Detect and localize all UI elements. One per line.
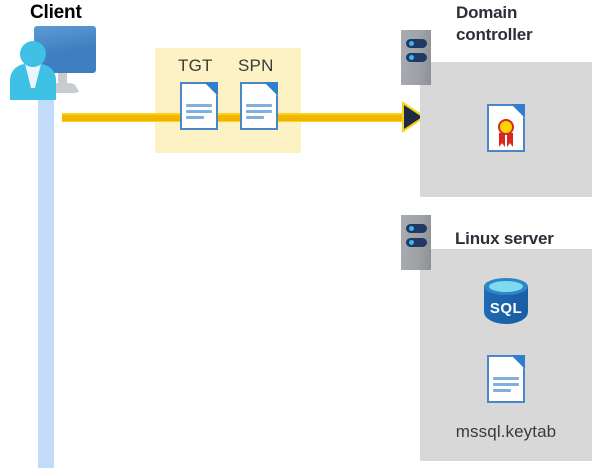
domain-controller-title: Domain controller — [456, 2, 596, 46]
client-title: Client — [30, 2, 82, 23]
client-lifeline — [38, 72, 54, 468]
domain-controller-title-line2: controller — [456, 25, 533, 44]
monitor-neck-icon — [58, 73, 67, 87]
client-icon — [6, 26, 102, 100]
person-head-icon — [20, 41, 46, 67]
sql-database-label: SQL — [489, 300, 523, 317]
sql-database-icon: SQL — [484, 278, 528, 330]
spn-document-icon — [240, 82, 278, 130]
tgt-label: TGT — [178, 56, 213, 75]
flow-arrow-head-icon — [404, 105, 422, 129]
spn-label: SPN — [238, 56, 274, 75]
keytab-document-icon — [487, 355, 525, 403]
flow-arrow-line-core — [62, 118, 406, 121]
linux-server-title: Linux server — [455, 229, 554, 248]
certificate-document-icon — [487, 104, 525, 152]
tgt-document-icon — [180, 82, 218, 130]
linux-server-server-rack-icon — [401, 215, 433, 272]
keytab-label: mssql.keytab — [455, 422, 557, 441]
ticket-highlight-band — [155, 48, 301, 153]
domain-controller-server-rack-icon — [401, 30, 433, 87]
domain-controller-title-line1: Domain — [456, 3, 518, 22]
monitor-base-icon — [46, 83, 80, 93]
flow-arrow-line — [62, 113, 406, 122]
